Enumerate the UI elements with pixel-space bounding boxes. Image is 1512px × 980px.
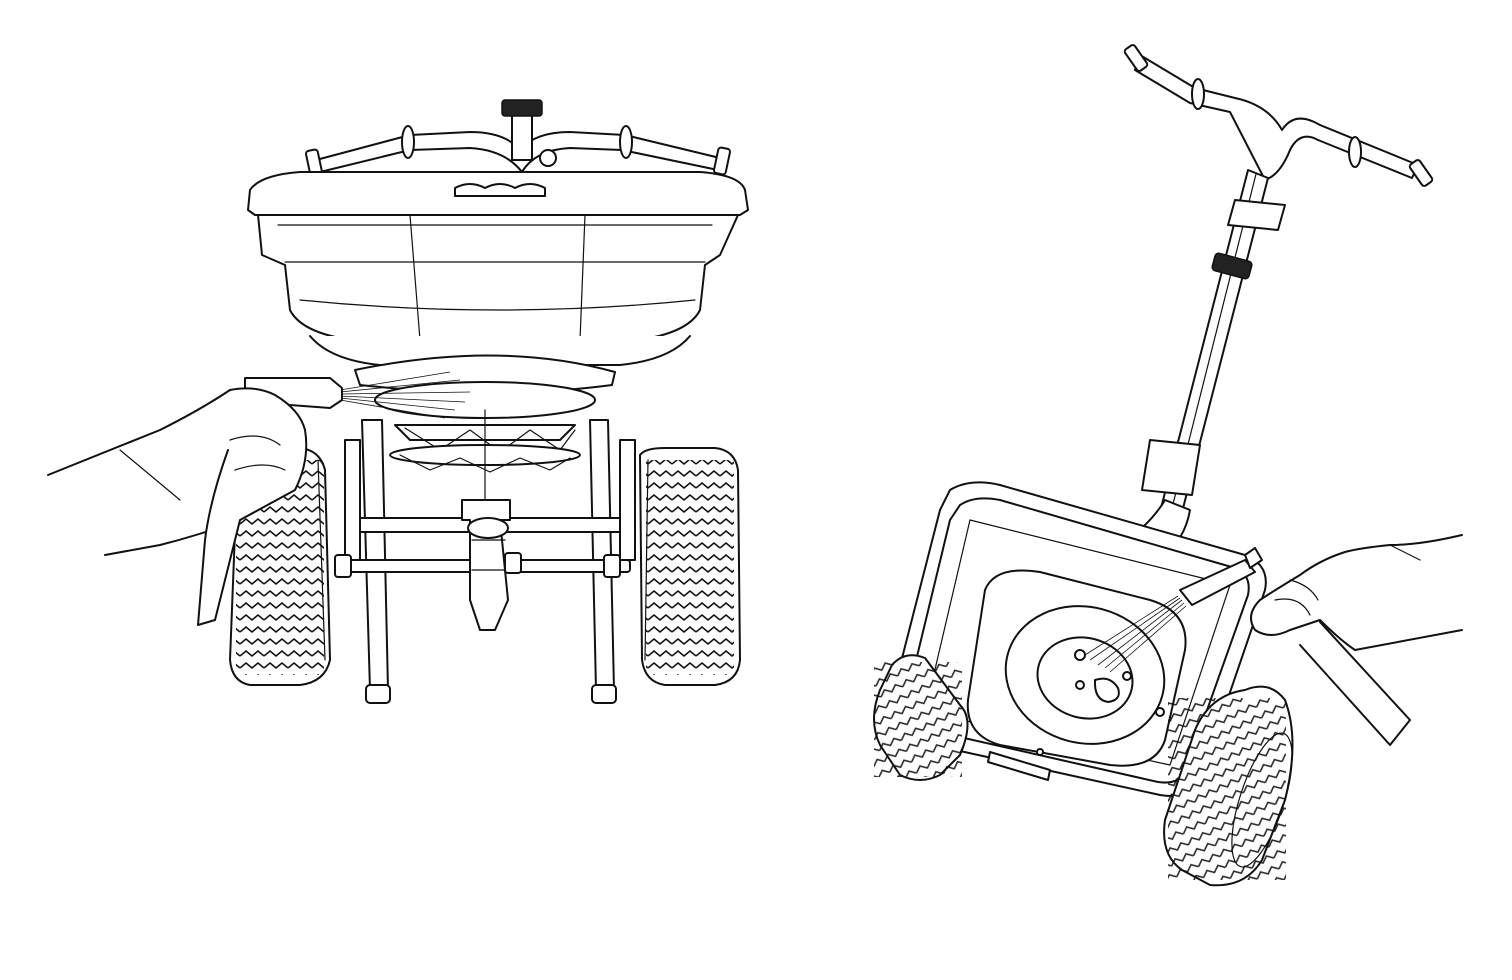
hose-spray-right-panel [1084,595,1187,673]
gearbox-left-panel [461,499,522,631]
wheel-left-right-panel [873,654,969,781]
gloved-hand-right-panel [1179,534,1463,746]
spreader-tilted-view [873,44,1463,887]
wheel-right-right-panel [1163,685,1294,887]
handle-bar-right-panel [1123,44,1434,187]
gloved-hand-left-panel [47,377,343,626]
spreader-rear-view [47,99,749,704]
hopper-left-panel [247,171,749,394]
handle-shaft-right-panel [1119,169,1286,561]
wheel-right-rear-left-panel [639,447,741,686]
hose-spray-left-panel [339,371,471,419]
handle-bar-left-panel [304,99,732,178]
impeller-left-panel [374,381,596,501]
frame-left-panel [334,419,636,704]
